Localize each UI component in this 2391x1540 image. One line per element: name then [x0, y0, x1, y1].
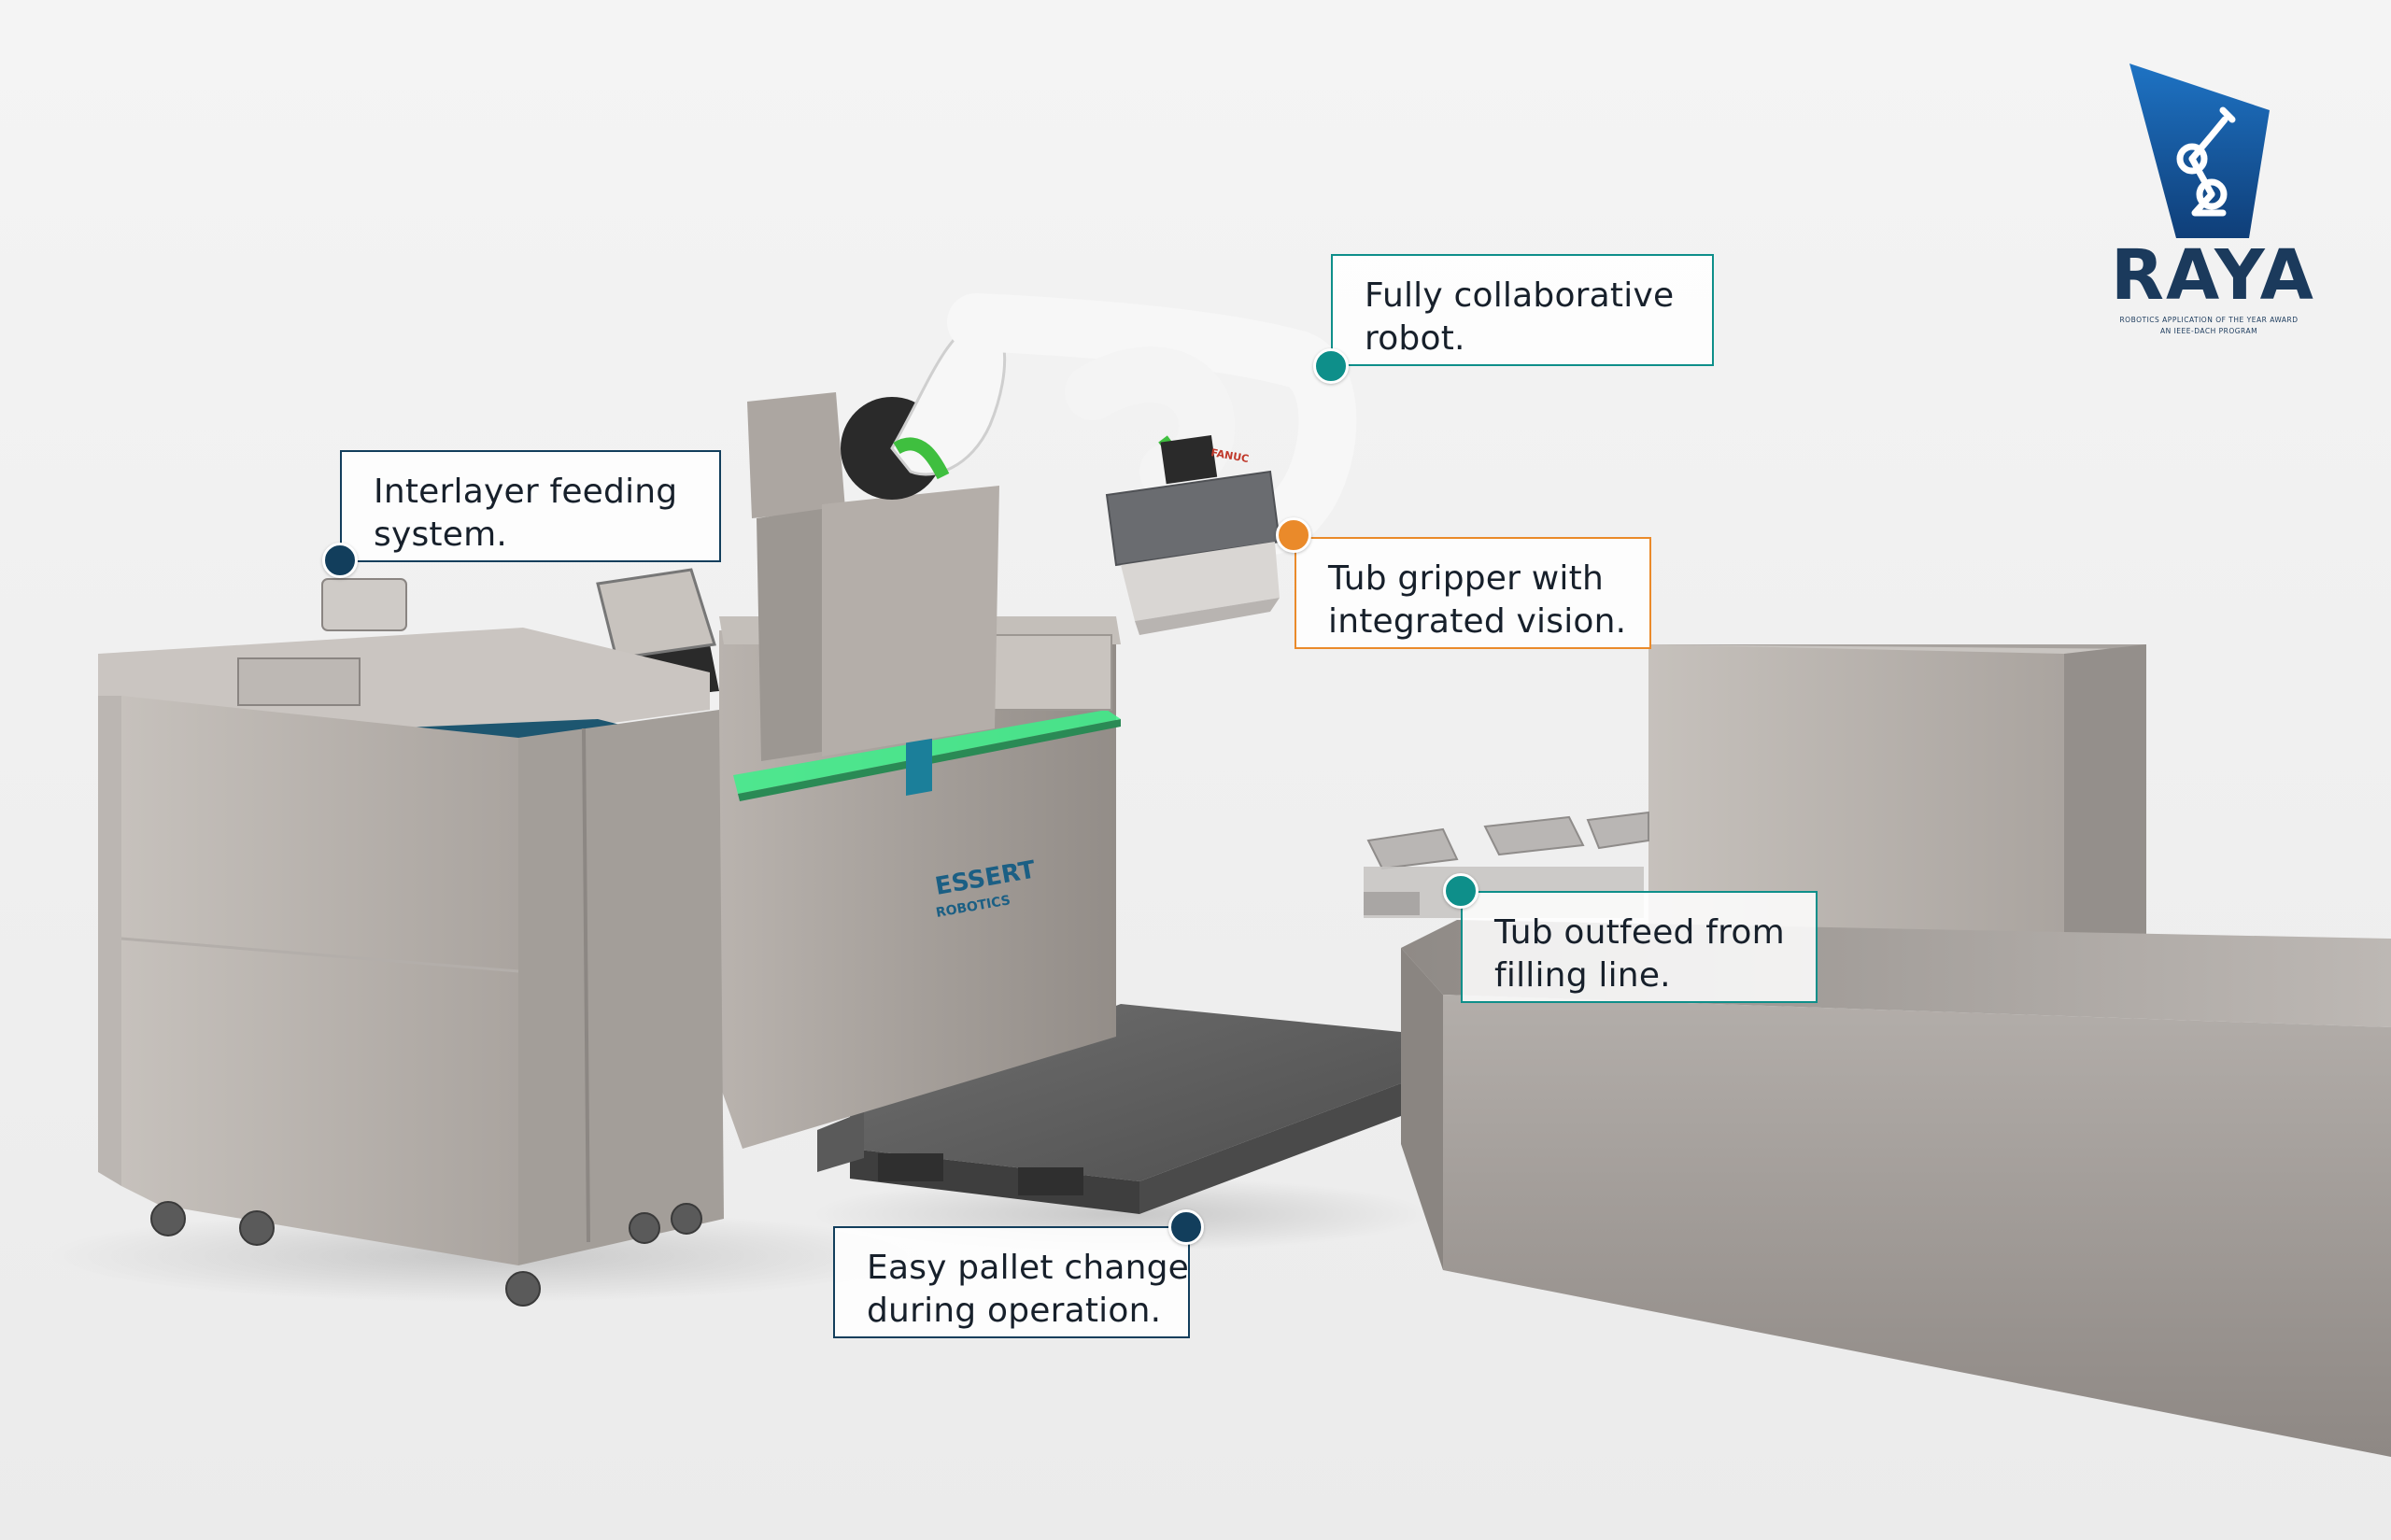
marker-dot-pallet — [1168, 1209, 1204, 1245]
callout-collaborative-robot: Fully collaborative robot. — [1331, 254, 1714, 366]
raya-program: AN IEEE-DACH PROGRAM — [2159, 327, 2258, 335]
marker-dot-outfeed — [1443, 873, 1478, 909]
callout-pallet-line2: during operation. — [867, 1292, 1162, 1330]
raya-tagline: ROBOTICS APPLICATION OF THE YEAR AWARD — [2119, 316, 2299, 324]
callout-interlayer-feeding: Interlayer feeding system. — [340, 450, 721, 562]
callout-pallet-line1: Easy pallet change — [867, 1249, 1190, 1287]
callout-outfeed-line1: Tub outfeed from — [1494, 913, 1785, 952]
marker-dot-gripper — [1276, 517, 1311, 553]
callout-robot-line2: robot. — [1365, 319, 1465, 358]
cobot-arm: FANUC — [841, 293, 1357, 635]
callout-outfeed-line2: filling line. — [1494, 956, 1671, 995]
pallet — [817, 1004, 1401, 1214]
marker-dot-robot — [1313, 348, 1349, 384]
raya-logo — [2129, 64, 2270, 238]
callout-interlayer-line2: system. — [374, 516, 507, 554]
callout-gripper-line1: Tub gripper with — [1328, 559, 1604, 598]
callout-interlayer-line1: Interlayer feeding — [374, 473, 678, 511]
callout-robot-line1: Fully collaborative — [1365, 276, 1675, 315]
robot-arm-icon — [2176, 106, 2236, 217]
palletizer-cabinet: ESSERT ROBOTICS — [574, 392, 1121, 1149]
callout-gripper-line2: integrated vision. — [1328, 602, 1627, 641]
callout-pallet-change: Easy pallet change during operation. — [833, 1226, 1190, 1338]
callout-tub-outfeed: Tub outfeed from filling line. — [1461, 891, 1818, 1003]
interlayer-feeder — [98, 578, 724, 1307]
marker-dot-interlayer — [322, 543, 358, 578]
callout-tub-gripper: Tub gripper with integrated vision. — [1295, 537, 1651, 649]
raya-wordmark: RAYA — [2111, 235, 2315, 316]
